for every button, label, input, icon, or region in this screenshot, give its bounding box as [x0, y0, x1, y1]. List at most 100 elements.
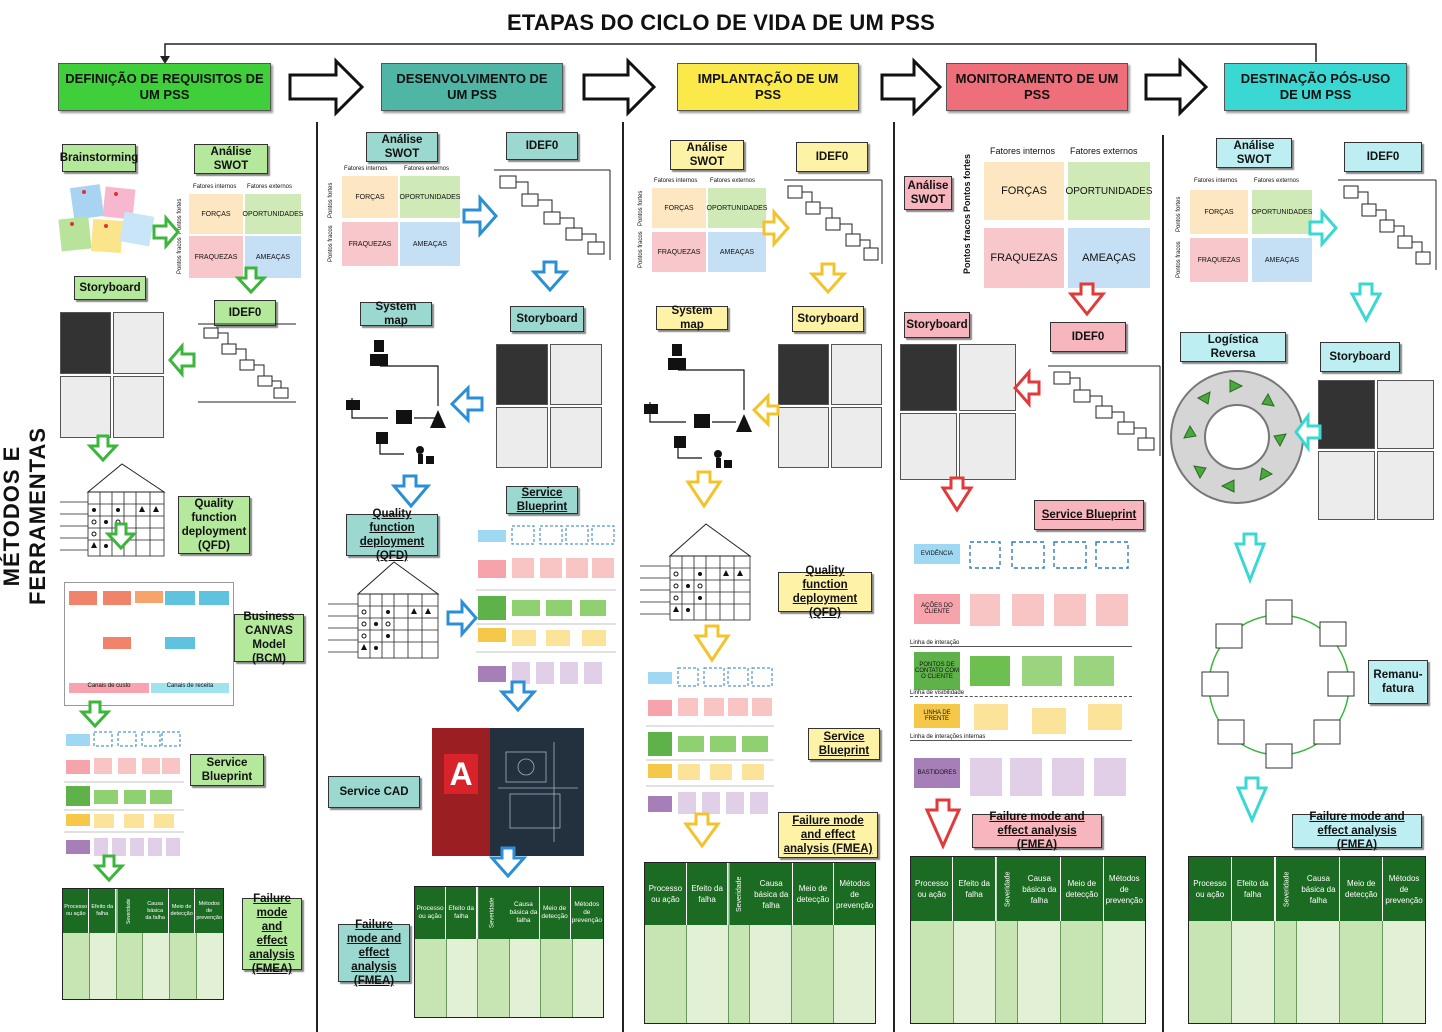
- fmea-h1: Efeito da falha: [446, 887, 478, 939]
- col1-bcm-label: Business CANVAS Model (BCM): [234, 611, 304, 665]
- col1-blueprint-label: Service Blueprint: [190, 754, 264, 786]
- col3-blueprint-label: Service Blueprint: [808, 728, 880, 760]
- fmea-h0: Processo ou ação: [415, 887, 447, 939]
- col1-storyboard-image: [60, 312, 164, 438]
- col5-reman-label: Remanu-fatura: [1368, 660, 1428, 704]
- col3-swot-label: Análise SWOT: [670, 140, 744, 170]
- col5-storyboard-label: Storyboard: [1320, 342, 1400, 372]
- swot-externos: Fatores externos: [1254, 178, 1300, 184]
- stage-destinacao: DESTINAÇÃO PÓS-USO DE UM PSS: [1224, 63, 1407, 111]
- col4-storyboard-label: Storyboard: [904, 312, 970, 338]
- col1-idef0-label: IDEF0: [214, 300, 276, 326]
- fmea-h1: Efeito da falha: [1232, 857, 1275, 921]
- bp-line-visibilidade: Linha de visibilidade: [910, 690, 1132, 697]
- col3-system-map-label: System map: [656, 305, 728, 331]
- column-divider-4: [1162, 135, 1164, 1032]
- col5-flow-arrows: [1233, 208, 1383, 824]
- stage-monitoramento: MONITORAMENTO DE UM PSS: [946, 63, 1128, 111]
- fmea-h5: Métodos de prevenção: [835, 878, 874, 910]
- swot-internos: Fatores internos: [1194, 178, 1238, 184]
- swot-oportunidades: OPORTUNIDADES: [243, 194, 303, 234]
- swot-ameacas: AMEAÇAS: [708, 232, 766, 272]
- fmea-h4: Meio de detecção: [540, 887, 571, 939]
- col2-blueprint-label: Service Blueprint: [506, 486, 578, 514]
- swot-externos: Fatores externos: [1070, 146, 1138, 156]
- col2-blueprint-diagram: [476, 525, 616, 684]
- col4-fmea-label: Failure mode and effect analysis (FMEA): [972, 811, 1102, 851]
- col5-logistica-diagram: [1170, 370, 1304, 504]
- col2-swot-matrix: Fatores internos Fatores externos Pontos…: [326, 164, 466, 270]
- swot-fraquezas: FRAQUEZAS: [652, 232, 706, 272]
- fmea-h0: Processo ou ação: [1189, 857, 1232, 921]
- feedback-loop-line: [160, 43, 1317, 64]
- col3-blueprint-diagram: [646, 667, 774, 814]
- swot-internos: Fatores internos: [654, 178, 698, 184]
- swot-ameacas: AMEAÇAS: [1068, 228, 1150, 288]
- col1-qfd-diagram: [60, 463, 166, 557]
- col3-swot-matrix: Fatores internos Fatores externos Pontos…: [636, 176, 772, 276]
- swot-ameacas: AMEAÇAS: [1252, 238, 1312, 282]
- col1-blueprint-diagram: [64, 731, 184, 856]
- col4-fmea-table: Processo ou ação Efeito da falha Severid…: [910, 856, 1146, 1024]
- col1-swot-matrix: Fatores internos Fatores externos Pontos…: [175, 182, 305, 282]
- col4-idef0-label: IDEF0: [1050, 322, 1126, 352]
- col3-idef0-diagram: [784, 179, 883, 264]
- col3-fmea-table: Processo ou ação Efeito da falha Severid…: [644, 862, 876, 1024]
- bcm-custo: Canais de custo: [69, 683, 149, 693]
- col5-swot-label: Análise SWOT: [1216, 138, 1292, 168]
- col5-reman-cycle: [1201, 599, 1355, 769]
- col4-flow-arrows: [924, 282, 1107, 850]
- col4-swot-label: Análise SWOT: [904, 176, 952, 210]
- swot-externos: Fatores externos: [710, 178, 756, 184]
- swot-fraquezas: FRAQUEZAS: [984, 228, 1064, 288]
- col5-fmea-label: Failure mode and effect analysis (FMEA): [1292, 811, 1422, 851]
- swot-internos: Fatores internos: [990, 146, 1056, 156]
- bp-line-interna: Linha de interações internas: [910, 734, 1132, 741]
- fmea-h0: Processo ou ação: [63, 889, 90, 933]
- col2-system-map-diagram: [346, 340, 446, 464]
- fmea-h0: Processo ou ação: [645, 863, 687, 925]
- col5-idef0-diagram: [1338, 179, 1437, 270]
- swot-ameacas: AMEAÇAS: [400, 222, 460, 266]
- col2-idef0-label: IDEF0: [506, 132, 578, 160]
- col2-storyboard-image: [496, 344, 602, 468]
- col1-storyboard-label: Storyboard: [74, 276, 146, 300]
- col2-swot-label: Análise SWOT: [366, 132, 438, 162]
- col2-cad-screenshot: A: [432, 728, 584, 856]
- col2-flow-arrows: [390, 194, 570, 879]
- col4-idef0-diagram: [1048, 365, 1161, 456]
- fmea-h4: Meio de detecção: [1340, 857, 1384, 921]
- col1-fmea-table: Processo ou ação Efeito da falha Severid…: [62, 888, 224, 1000]
- swot-oportunidades: OPORTUNIDADES: [400, 176, 460, 218]
- fmea-h0: Processo ou ação: [911, 857, 954, 921]
- col3-qfd-diagram: [640, 523, 752, 621]
- bp-linha-frente: LINHA DE FRENTE: [914, 704, 960, 728]
- col3-system-map-diagram: [644, 344, 752, 468]
- stage-requisitos: DEFINIÇÃO DE REQUISITOS DE UM PSS: [58, 63, 271, 111]
- swot-forcas: FORÇAS: [1190, 190, 1248, 234]
- col4-blueprint-label: Service Blueprint: [1034, 500, 1144, 530]
- col1-flow-arrows: [78, 213, 268, 883]
- fmea-h4: Meio de detecção: [793, 863, 835, 925]
- col2-storyboard-label: Storyboard: [510, 306, 584, 332]
- swot-fraquezas: FRAQUEZAS: [342, 222, 398, 266]
- swot-forcas: FORÇAS: [652, 188, 706, 228]
- swot-oportunidades: OPORTUNIDADES: [707, 188, 767, 228]
- swot-internos: Fatores internos: [344, 166, 388, 172]
- swot-externos: Fatores externos: [247, 184, 293, 190]
- col3-storyboard-image: [778, 344, 882, 468]
- col5-storyboard-image: [1318, 380, 1434, 520]
- col5-fmea-table: Processo ou ação Efeito da falha Severid…: [1188, 856, 1426, 1024]
- swot-forcas: FORÇAS: [342, 176, 398, 218]
- bcm-receita: Canais de receita: [151, 683, 229, 693]
- col3-storyboard-label: Storyboard: [792, 306, 864, 332]
- col4-blueprint-diagram: EVIDÊNCIA AÇÕES DO CLIENTE PONTOS DE CON…: [910, 536, 1132, 800]
- bp-line-interacao: Linha de interação: [910, 640, 1132, 647]
- swot-externos: Fatores externos: [404, 166, 450, 172]
- stage-arrows: [288, 57, 1209, 117]
- bp-bastidores: BASTIDORES: [914, 758, 960, 788]
- col3-fmea-label: Failure mode and effect analysis (FMEA): [778, 812, 878, 858]
- bp-boxes: [969, 541, 1129, 796]
- swot-oportunidades: OPORTUNIDADES: [1252, 190, 1312, 234]
- column-divider-2: [622, 122, 624, 1032]
